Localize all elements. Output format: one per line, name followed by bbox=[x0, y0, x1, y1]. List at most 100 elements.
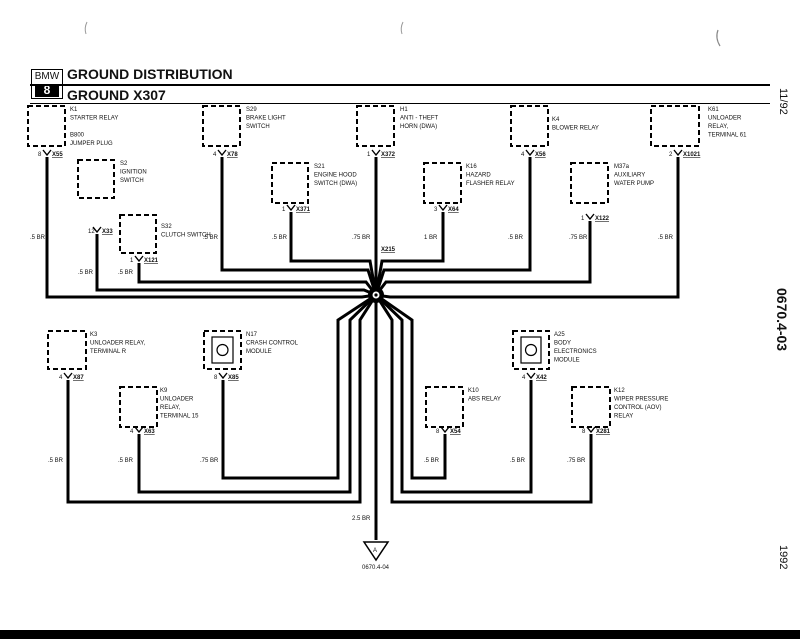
component-k1-label-line: B800 bbox=[70, 133, 85, 139]
component-a25-label-line: MODULE bbox=[554, 358, 580, 364]
component-k9-wire bbox=[137, 293, 378, 494]
component-k3-connector: X87 bbox=[73, 375, 84, 381]
component-k12-box bbox=[571, 386, 611, 428]
component-k9-connector-symbol bbox=[134, 426, 144, 434]
component-k9-label-line: UNLOADER bbox=[160, 397, 194, 403]
component-k61-connector: X1021 bbox=[683, 152, 701, 158]
component-s2-label-line: S2 bbox=[120, 161, 128, 167]
badge-brand: BMW bbox=[34, 71, 60, 82]
component-h1-splice: X215 bbox=[381, 247, 396, 253]
component-k1-label-line: STARTER RELAY bbox=[70, 116, 118, 122]
component-n17-box bbox=[203, 330, 242, 370]
component-a25-pin: 4 bbox=[522, 375, 526, 381]
component-k9-pin: 4 bbox=[130, 429, 134, 435]
component-s21-connector-symbol bbox=[286, 204, 296, 212]
component-k16-label-line: K16 bbox=[466, 164, 477, 170]
ground-reference-letter: A bbox=[373, 548, 377, 554]
component-k61-label-line: RELAY, bbox=[708, 124, 728, 130]
component-s32-wire bbox=[137, 263, 378, 296]
component-s21-connector: X371 bbox=[296, 207, 311, 213]
component-n17-label-line: CRASH CONTROL bbox=[246, 341, 299, 347]
component-s2-connector: X33 bbox=[102, 229, 113, 235]
component-k9-box bbox=[119, 386, 158, 428]
component-n17-connector-symbol bbox=[218, 372, 228, 380]
component-k9-label-line: TERMINAL 15 bbox=[160, 414, 199, 420]
component-k61-label-line: TERMINAL 61 bbox=[708, 133, 747, 139]
component-k4-box bbox=[510, 105, 549, 147]
bottom-border bbox=[0, 630, 800, 639]
component-s32-label-line: S32 bbox=[161, 224, 172, 230]
component-s2-label-line: IGNITION bbox=[120, 170, 147, 176]
component-s21-label-line: ENGINE HOOD bbox=[314, 173, 357, 179]
component-s29-pin: 4 bbox=[213, 152, 217, 158]
component-k3-wire bbox=[66, 294, 378, 504]
component-a25-label-line: BODY bbox=[554, 341, 571, 347]
component-s29-label-line: S29 bbox=[246, 107, 257, 113]
component-k1-label-line: K1 bbox=[70, 107, 78, 113]
ground-reference-page: 0670.4-04 bbox=[362, 565, 390, 571]
component-k1-label-line: JUMPER PLUG bbox=[70, 141, 113, 147]
component-a25-wire bbox=[374, 293, 533, 494]
badge-model: 8 bbox=[35, 84, 59, 97]
component-k12-pin: 8 bbox=[582, 429, 586, 435]
component-k10-connector-symbol bbox=[440, 426, 450, 434]
component-h1-connector-symbol bbox=[371, 149, 381, 157]
component-k10-wire-gauge: .5 BR bbox=[424, 458, 440, 464]
ground-reference-symbol bbox=[362, 541, 390, 562]
component-h1-label-line: ANTI - THEFT bbox=[400, 116, 439, 122]
component-k16-wire-gauge: 1 BR bbox=[424, 235, 438, 241]
component-a25-connector: X42 bbox=[536, 375, 547, 381]
component-k61-label-line: UNLOADER bbox=[708, 116, 742, 122]
scan-mark bbox=[716, 29, 721, 47]
component-h1-label-line: HORN (DWA) bbox=[400, 124, 437, 130]
component-n17-label-line: N17 bbox=[246, 332, 258, 338]
component-a25-box bbox=[512, 330, 550, 370]
component-k61-label-line: K61 bbox=[708, 107, 719, 113]
component-s21-label-line: S21 bbox=[314, 164, 325, 170]
component-k3-pin: 4 bbox=[59, 375, 63, 381]
component-k61-connector-symbol bbox=[673, 149, 683, 157]
component-k12-label-line: RELAY bbox=[614, 414, 633, 420]
ground-wire-gauge: 2.5 BR bbox=[352, 516, 371, 522]
component-k4-connector: X56 bbox=[535, 152, 546, 158]
component-s21-wire bbox=[289, 212, 378, 296]
component-k9-label-line: RELAY, bbox=[160, 405, 180, 411]
component-s29-connector: X78 bbox=[227, 152, 238, 158]
component-k10-label-line: K10 bbox=[468, 388, 479, 394]
subheader-rule bbox=[30, 103, 770, 104]
component-k10-box bbox=[425, 386, 464, 428]
component-k10-connector: X54 bbox=[450, 429, 461, 435]
component-n17-module-icon bbox=[211, 336, 234, 364]
component-s29-label-line: BRAKE LIGHT bbox=[246, 116, 286, 122]
component-k3-label-line: K3 bbox=[90, 332, 98, 338]
component-k1-wire-gauge: .5 BR bbox=[30, 235, 46, 241]
component-k4-wire-gauge: .5 BR bbox=[508, 235, 524, 241]
component-k4-pin: 4 bbox=[521, 152, 525, 158]
component-m37a-label-line: AUXILIARY bbox=[614, 173, 645, 179]
component-k61-wire-gauge: .5 BR bbox=[658, 235, 674, 241]
component-h1-box bbox=[356, 105, 395, 147]
component-k16-pin: 3 bbox=[434, 207, 438, 213]
component-k12-connector: X281 bbox=[596, 429, 611, 435]
component-k1-box bbox=[27, 105, 66, 147]
component-n17-module-icon-ring bbox=[216, 343, 229, 357]
component-k61-pin: 2 bbox=[669, 152, 673, 158]
component-k9-label-line: K9 bbox=[160, 388, 168, 394]
page-title: GROUND DISTRIBUTION bbox=[67, 66, 233, 82]
component-k4-label-line: BLOWER RELAY bbox=[552, 126, 599, 132]
component-m37a-box bbox=[570, 162, 609, 204]
component-n17-connector: X85 bbox=[228, 375, 239, 381]
ground-title: GROUND X307 bbox=[67, 87, 166, 103]
component-k16-wire bbox=[374, 212, 445, 296]
component-k3-label-line: TERMINAL R bbox=[90, 349, 127, 355]
component-k12-wire-gauge: .75 BR bbox=[567, 458, 586, 464]
component-k4-label-line: K4 bbox=[552, 117, 560, 123]
component-a25-connector-symbol bbox=[526, 372, 536, 380]
component-s21-label-line: SWITCH (DWA) bbox=[314, 181, 357, 187]
component-k16-box bbox=[423, 162, 462, 204]
component-m37a-label-line: M37a bbox=[614, 164, 630, 170]
component-k3-wire-gauge: .5 BR bbox=[48, 458, 64, 464]
component-k3-connector-symbol bbox=[63, 372, 73, 380]
